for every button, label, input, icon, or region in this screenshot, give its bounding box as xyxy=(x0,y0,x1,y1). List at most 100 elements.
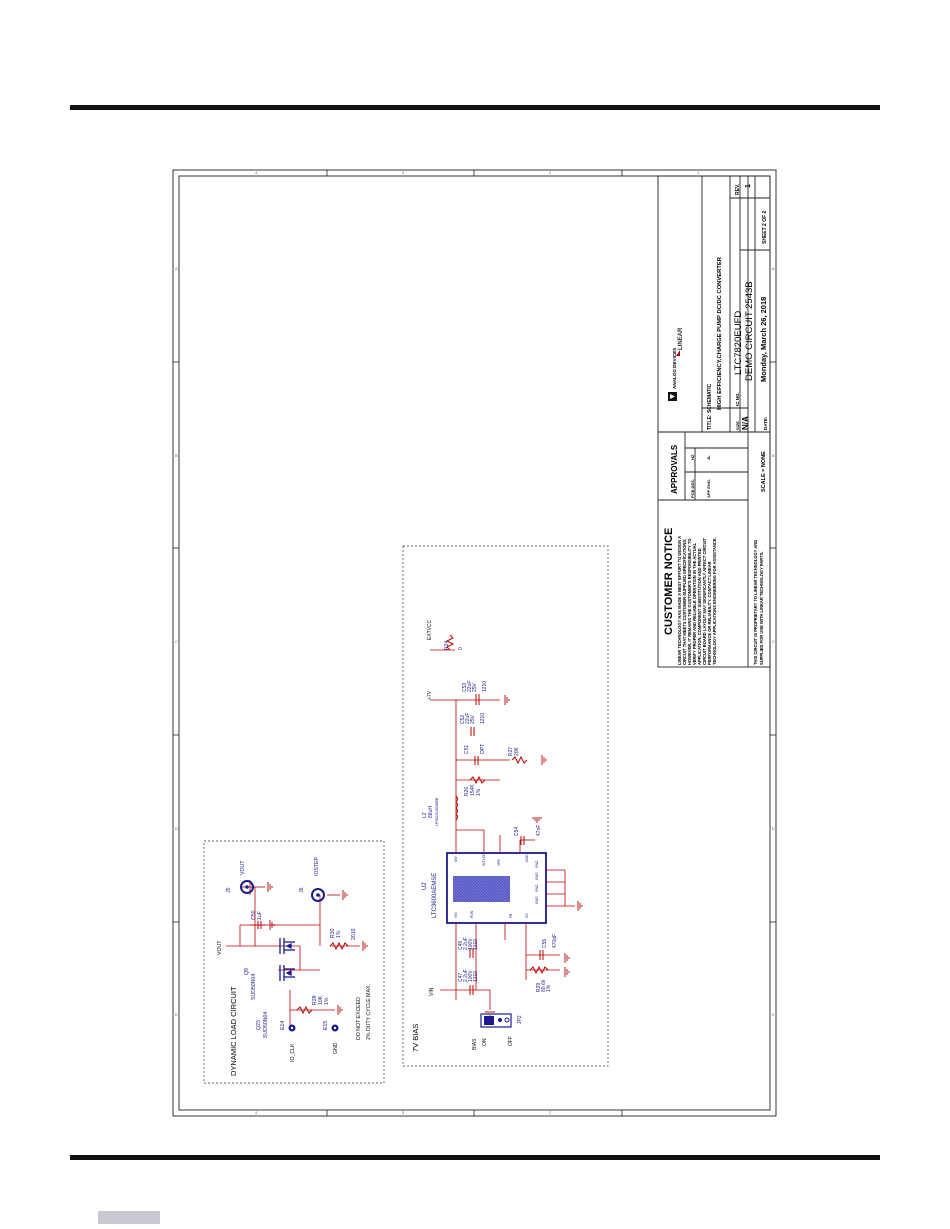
pcb-des-value: HZ xyxy=(690,454,695,460)
r29-ref: R29 xyxy=(536,983,542,992)
dynamic-load-wires xyxy=(226,880,360,1030)
scale-label: SCALE = NONE xyxy=(761,451,767,492)
j6-ref: J6 xyxy=(299,887,305,893)
svg-text:ANALOG DEVICES: ANALOG DEVICES xyxy=(672,348,677,389)
size-label: SIZE xyxy=(735,421,740,430)
c52-package: 1210 xyxy=(480,713,486,724)
header-rule xyxy=(70,105,880,110)
e14-label: IO_CLK xyxy=(290,1043,296,1062)
c55-value: 470pF xyxy=(552,934,558,948)
svg-text:FB: FB xyxy=(509,913,513,918)
c51-value: OPT xyxy=(480,744,486,754)
svg-text:GND: GND xyxy=(535,896,539,904)
svg-text:GND: GND xyxy=(535,884,539,892)
page-tab xyxy=(98,1211,160,1224)
connectors xyxy=(240,880,339,1032)
c52-ref: C52 xyxy=(460,715,466,724)
row-mark: D xyxy=(772,826,775,831)
dynamic-load-grounds xyxy=(267,882,368,1015)
bias-components xyxy=(445,634,549,995)
r30-package: 2010 xyxy=(351,928,357,940)
r28-ref: R28 xyxy=(312,995,318,1005)
col-mark: 3 xyxy=(402,1110,405,1115)
j5-label: VOUT xyxy=(240,860,246,875)
col-mark: 2 xyxy=(549,1110,552,1115)
e15-label: GND xyxy=(333,1042,339,1054)
rev-value: 1 xyxy=(745,184,752,188)
col-mark: 2 xyxy=(549,170,552,175)
customer-notice-body: LINEAR TECHNOLOGY HAS MADE A BEST EFFORT… xyxy=(677,536,717,665)
e14-ref: E14 xyxy=(280,1021,286,1030)
bias-box xyxy=(402,545,609,1067)
customer-notice-title: CUSTOMER NOTICE xyxy=(663,528,675,635)
svg-text:RUN: RUN xyxy=(470,910,474,918)
c47-ref: C47 xyxy=(458,973,464,982)
q23-part: SUD50N04 xyxy=(263,1012,269,1038)
j5-ref: J5 xyxy=(226,887,232,893)
svg-text:GND: GND xyxy=(535,872,539,880)
bias-jumper-label: BIAS xyxy=(472,1038,478,1050)
row-mark: E xyxy=(175,1012,178,1017)
dynamic-load-components xyxy=(250,921,349,1015)
app-eng-value: JL xyxy=(706,455,711,460)
rev-label: REV. xyxy=(735,183,741,195)
sheet-label: SHEET 2 OF 2 xyxy=(762,210,768,244)
row-mark: A xyxy=(772,266,775,271)
e15-ref: E15 xyxy=(323,1021,329,1030)
svg-text:CIRCUIT BOARD LAYOUT MAY SIGNI: CIRCUIT BOARD LAYOUT MAY SIGNIFICANTLY A… xyxy=(702,537,707,665)
c55-ref: C55 xyxy=(542,939,548,948)
r27-value: 20K xyxy=(514,746,520,756)
c51-ref: C51 xyxy=(464,745,470,754)
duty-note-line-2: 2% DUTY CYCLE MAX. xyxy=(366,984,372,1040)
vin-net-label: VIN xyxy=(429,987,435,996)
c50-value: 1uF xyxy=(257,911,263,920)
off-label: OFF xyxy=(508,1036,514,1046)
row-mark: C xyxy=(175,639,178,644)
c53-value: 22uF xyxy=(467,681,473,692)
svg-text:LINEAR TECHNOLOGY HAS MADE A B: LINEAR TECHNOLOGY HAS MADE A BEST EFFORT… xyxy=(677,536,682,665)
u2-part: LTC3600AEMSE xyxy=(432,873,438,918)
on-label: ON xyxy=(482,1038,488,1046)
r28-tolerance: 1% xyxy=(324,997,330,1005)
svg-text:LINEAR: LINEAR xyxy=(678,327,684,350)
col-mark: 1 xyxy=(697,170,700,175)
analog-devices-logo: ANALOG DEVICES xyxy=(668,348,677,401)
svg-text:HOWEVER, IT REMAINS THE CUSTOM: HOWEVER, IT REMAINS THE CUSTOMER'S RESPO… xyxy=(687,538,692,665)
app-eng-label: APP ENG. xyxy=(706,479,711,498)
c52-rating: 25V xyxy=(470,714,476,724)
title-label: TITLE: SCHEMATIC xyxy=(707,383,713,430)
proprietary-line-2: SUPPLIED FOR USE WITH LINEAR TECHNOLOGY … xyxy=(759,551,764,665)
c49-package: 1210 xyxy=(473,939,479,950)
pcb-des-label: PCB DES. xyxy=(690,479,695,498)
c47-value: 2.2uF xyxy=(463,969,469,982)
u2-pins: VIN SW RUN INTVCC FB SS VFB GND GND GND … xyxy=(454,853,539,918)
c52-value: 22uF xyxy=(465,713,471,724)
date-value: Monday, March 26, 2018 xyxy=(759,297,768,382)
c54-value: 47nF xyxy=(536,825,542,836)
linear-logo: LINEAR xyxy=(676,327,684,356)
r24-value: 0 xyxy=(458,647,464,650)
u2-ic xyxy=(446,852,547,924)
svg-text:VFB: VFB xyxy=(497,859,501,866)
dynamic-load-box xyxy=(203,840,385,1084)
r26-ref: R26 xyxy=(464,787,470,796)
plus7v-net: +7V xyxy=(427,690,433,700)
duty-note-line-1: DO NOT EXCEED xyxy=(356,997,362,1040)
c53-ref: C53 xyxy=(462,683,468,692)
ic-no-value: LTC7820EUFD xyxy=(733,311,744,375)
row-mark: D xyxy=(175,826,178,831)
row-mark: B xyxy=(772,453,775,458)
mosfets xyxy=(279,938,295,981)
size-value: N/A xyxy=(741,416,750,430)
svg-text:SS: SS xyxy=(525,913,529,918)
l2-part: LPS6225-683MRB xyxy=(435,797,439,826)
r30-value: 1% xyxy=(336,930,342,938)
c54-ref: C54 xyxy=(514,827,520,836)
proprietary-line-1: THIS CIRCUIT IS PROPRIETARY TO LINEAR TE… xyxy=(753,540,758,665)
u2-ref: U2 xyxy=(422,882,428,890)
c53-rating: 25V xyxy=(472,682,478,692)
svg-text:VIN: VIN xyxy=(454,912,458,918)
date-label: DATE: xyxy=(763,416,768,430)
r26-tolerance: 1% xyxy=(476,788,482,796)
